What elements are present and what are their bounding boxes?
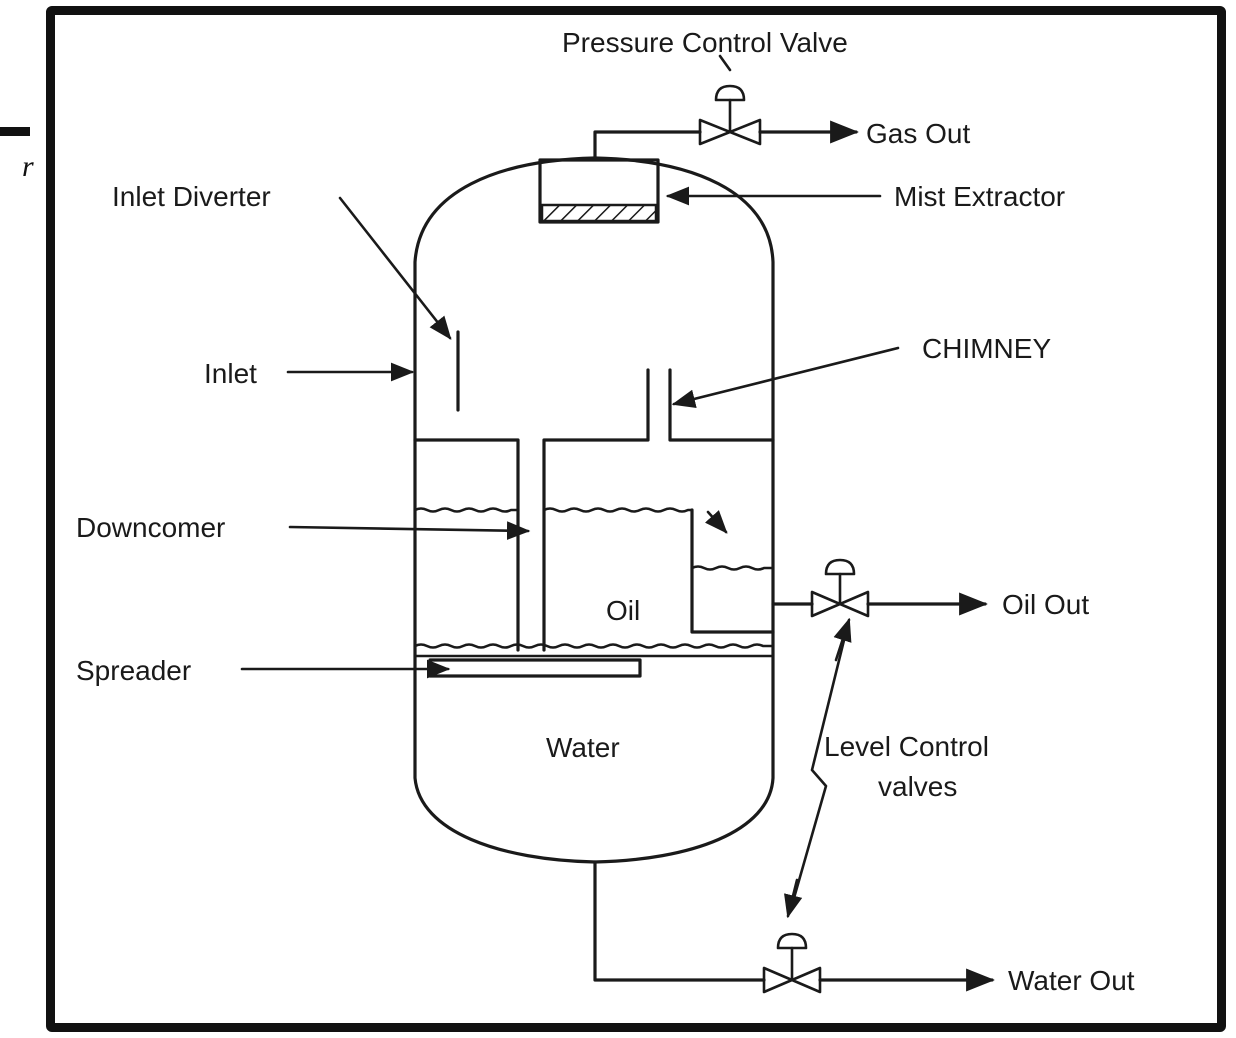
downcomer-arrow xyxy=(288,521,531,541)
chimney-tray-right-2 xyxy=(668,368,775,442)
page-fragment-glyph: r xyxy=(22,150,34,183)
water-outlet-pipe xyxy=(593,860,766,982)
label-gas-out: Gas Out xyxy=(866,118,970,149)
oil-overflow-arrow xyxy=(704,510,728,534)
label-spreader: Spreader xyxy=(76,655,191,686)
oil-level-mid xyxy=(542,507,694,513)
chimney-tray-right xyxy=(542,368,650,652)
oil-level-left xyxy=(413,507,520,513)
water-level-control-valve-icon xyxy=(762,932,822,994)
gas-outlet-pipe xyxy=(593,130,702,160)
pressure-control-valve-icon xyxy=(698,84,762,146)
label-pressure-control-valve: Pressure Control Valve xyxy=(562,27,848,58)
label-oil: Oil xyxy=(606,595,640,626)
page-fragment-art: r xyxy=(0,127,34,183)
inlet-diverter-arrow xyxy=(338,196,452,340)
level-control-arrow-up xyxy=(833,617,852,662)
label-water-out: Water Out xyxy=(1008,965,1135,996)
label-downcomer: Downcomer xyxy=(76,512,225,543)
vessel-shell xyxy=(413,156,775,864)
spreader-pipe xyxy=(428,658,642,678)
chimney-tray-left xyxy=(413,438,520,652)
label-water: Water xyxy=(546,732,620,763)
mist-extractor-mesh xyxy=(540,203,658,223)
chimney-arrow xyxy=(671,346,900,408)
oil-bucket-level xyxy=(690,565,775,571)
pcv-leader xyxy=(718,54,732,72)
label-oil-out: Oil Out xyxy=(1002,589,1089,620)
oil-weir xyxy=(690,508,775,634)
label-inlet: Inlet xyxy=(204,358,257,389)
label-inlet-diverter: Inlet Diverter xyxy=(112,181,271,212)
label-mist-extractor: Mist Extractor xyxy=(894,181,1065,212)
label-level-control-line1: Level Control xyxy=(824,731,989,762)
page-fragment-rule xyxy=(0,127,30,136)
oil-water-interface xyxy=(413,643,775,649)
oil-level-control-valve-icon xyxy=(810,558,870,618)
label-level-control-line2: valves xyxy=(878,771,957,802)
level-control-signal-line xyxy=(788,622,850,914)
label-chimney: CHIMNEY xyxy=(922,333,1051,364)
page-fragment: r xyxy=(0,0,50,200)
level-control-arrow-down xyxy=(784,878,803,919)
